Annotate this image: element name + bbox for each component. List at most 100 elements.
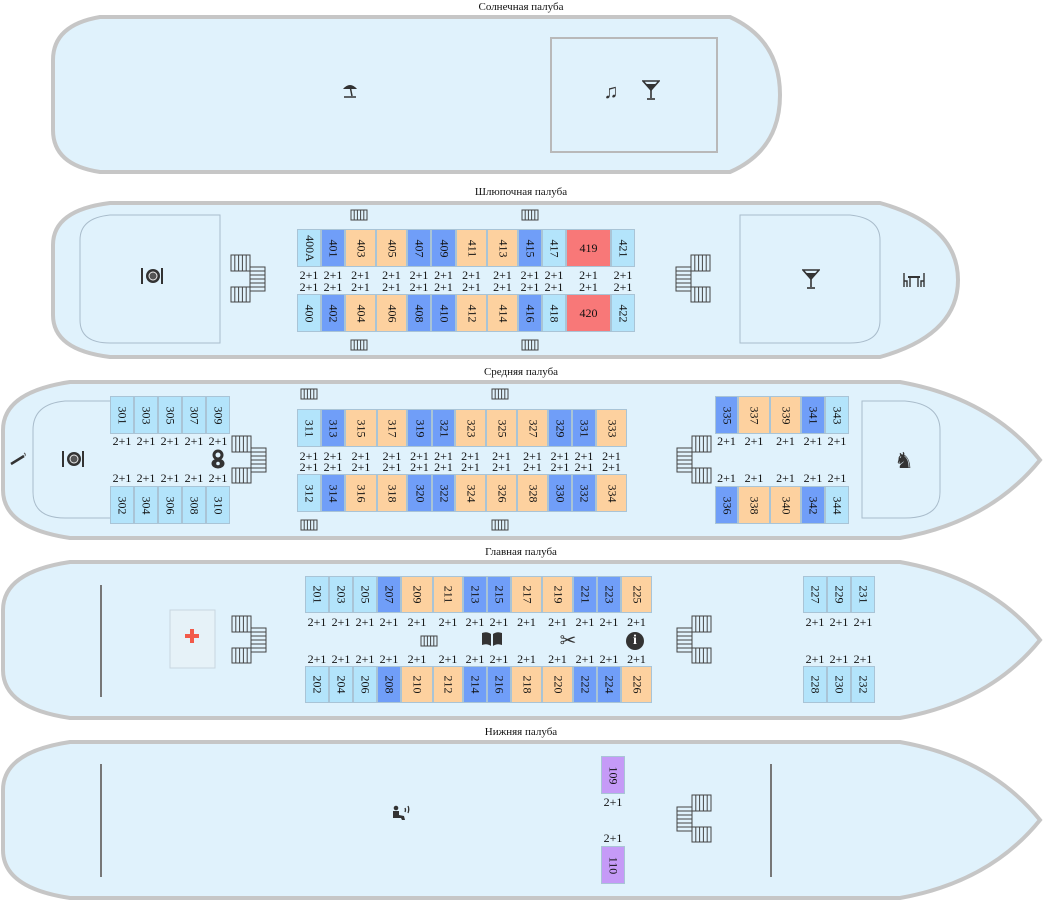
cabin-214[interactable]: 214 bbox=[463, 666, 487, 703]
cabin-307[interactable]: 307 bbox=[182, 396, 206, 434]
cabin-312[interactable]: 312 bbox=[297, 474, 321, 512]
cabin-223[interactable]: 223 bbox=[597, 576, 621, 613]
cabin-204[interactable]: 204 bbox=[329, 666, 353, 703]
cabin-403[interactable]: 403 bbox=[345, 229, 376, 267]
cabin-216[interactable]: 216 bbox=[487, 666, 511, 703]
cabin-332[interactable]: 332 bbox=[572, 474, 596, 512]
cabin-336[interactable]: 336 bbox=[715, 486, 738, 524]
cabin-205[interactable]: 205 bbox=[353, 576, 377, 613]
cabin-337[interactable]: 337 bbox=[738, 396, 770, 434]
cabin-328[interactable]: 328 bbox=[517, 474, 548, 512]
cabin-413[interactable]: 413 bbox=[487, 229, 518, 267]
cabin-406[interactable]: 406 bbox=[376, 294, 407, 332]
cabin-208[interactable]: 208 bbox=[377, 666, 401, 703]
cabin-404[interactable]: 404 bbox=[345, 294, 376, 332]
cabin-419[interactable]: 419 bbox=[566, 229, 611, 267]
cabin-327[interactable]: 327 bbox=[517, 409, 548, 447]
cabin-310[interactable]: 310 bbox=[206, 486, 230, 524]
cabin-315[interactable]: 315 bbox=[345, 409, 377, 447]
cabin-304[interactable]: 304 bbox=[134, 486, 158, 524]
cabin-218[interactable]: 218 bbox=[511, 666, 542, 703]
cabin-340[interactable]: 340 bbox=[770, 486, 801, 524]
cabin-210[interactable]: 210 bbox=[401, 666, 433, 703]
cabin-110[interactable]: 110 bbox=[601, 846, 625, 884]
cabin-303[interactable]: 303 bbox=[134, 396, 158, 434]
cabin-221[interactable]: 221 bbox=[573, 576, 597, 613]
cabin-306[interactable]: 306 bbox=[158, 486, 182, 524]
cabin-405[interactable]: 405 bbox=[376, 229, 407, 267]
cabin-212[interactable]: 212 bbox=[433, 666, 463, 703]
cabin-411[interactable]: 411 bbox=[456, 229, 487, 267]
cabin-301[interactable]: 301 bbox=[110, 396, 134, 434]
cabin-415[interactable]: 415 bbox=[518, 229, 542, 267]
cabin-206[interactable]: 206 bbox=[353, 666, 377, 703]
cabin-339[interactable]: 339 bbox=[770, 396, 801, 434]
cabin-302[interactable]: 302 bbox=[110, 486, 134, 524]
cabin-418[interactable]: 418 bbox=[542, 294, 566, 332]
cabin-408[interactable]: 408 bbox=[407, 294, 431, 332]
cabin-215[interactable]: 215 bbox=[487, 576, 511, 613]
cabin-409[interactable]: 409 bbox=[431, 229, 456, 267]
cabin-325[interactable]: 325 bbox=[486, 409, 517, 447]
cabin-316[interactable]: 316 bbox=[345, 474, 377, 512]
cabin-211[interactable]: 211 bbox=[433, 576, 463, 613]
cabin-400[interactable]: 400 bbox=[297, 294, 321, 332]
cabin-417[interactable]: 417 bbox=[542, 229, 566, 267]
cabin-412[interactable]: 412 bbox=[456, 294, 487, 332]
cabin-333[interactable]: 333 bbox=[596, 409, 627, 447]
cabin-335[interactable]: 335 bbox=[715, 396, 738, 434]
cabin-308[interactable]: 308 bbox=[182, 486, 206, 524]
cabin-318[interactable]: 318 bbox=[377, 474, 407, 512]
cabin-305[interactable]: 305 bbox=[158, 396, 182, 434]
cabin-420[interactable]: 420 bbox=[566, 294, 611, 332]
cabin-421[interactable]: 421 bbox=[611, 229, 635, 267]
cabin-201[interactable]: 201 bbox=[305, 576, 329, 613]
cabin-407[interactable]: 407 bbox=[407, 229, 431, 267]
cabin-334[interactable]: 334 bbox=[596, 474, 627, 512]
cabin-422[interactable]: 422 bbox=[611, 294, 635, 332]
cabin-309[interactable]: 309 bbox=[206, 396, 230, 434]
cabin-311[interactable]: 311 bbox=[297, 409, 321, 447]
cabin-317[interactable]: 317 bbox=[377, 409, 407, 447]
cabin-323[interactable]: 323 bbox=[455, 409, 486, 447]
cabin-232[interactable]: 232 bbox=[851, 666, 875, 703]
cabin-313[interactable]: 313 bbox=[321, 409, 345, 447]
cabin-226[interactable]: 226 bbox=[621, 666, 652, 703]
cabin-229[interactable]: 229 bbox=[827, 576, 851, 613]
cabin-338[interactable]: 338 bbox=[738, 486, 770, 524]
cabin-410[interactable]: 410 bbox=[431, 294, 456, 332]
cabin-225[interactable]: 225 bbox=[621, 576, 652, 613]
cabin-344[interactable]: 344 bbox=[825, 486, 849, 524]
cabin-416[interactable]: 416 bbox=[518, 294, 542, 332]
cabin-228[interactable]: 228 bbox=[803, 666, 827, 703]
cabin-402[interactable]: 402 bbox=[321, 294, 345, 332]
cabin-321[interactable]: 321 bbox=[432, 409, 455, 447]
cabin-322[interactable]: 322 bbox=[432, 474, 455, 512]
cabin-414[interactable]: 414 bbox=[487, 294, 518, 332]
cabin-219[interactable]: 219 bbox=[542, 576, 573, 613]
cabin-324[interactable]: 324 bbox=[455, 474, 486, 512]
cabin-326[interactable]: 326 bbox=[486, 474, 517, 512]
cabin-224[interactable]: 224 bbox=[597, 666, 621, 703]
cabin-202[interactable]: 202 bbox=[305, 666, 329, 703]
cabin-207[interactable]: 207 bbox=[377, 576, 401, 613]
cabin-230[interactable]: 230 bbox=[827, 666, 851, 703]
cabin-203[interactable]: 203 bbox=[329, 576, 353, 613]
cabin-209[interactable]: 209 bbox=[401, 576, 433, 613]
cabin-400A[interactable]: 400A bbox=[297, 229, 321, 267]
cabin-314[interactable]: 314 bbox=[321, 474, 345, 512]
cabin-109[interactable]: 109 bbox=[601, 756, 625, 794]
cabin-343[interactable]: 343 bbox=[825, 396, 849, 434]
cabin-213[interactable]: 213 bbox=[463, 576, 487, 613]
cabin-217[interactable]: 217 bbox=[511, 576, 542, 613]
cabin-220[interactable]: 220 bbox=[542, 666, 573, 703]
cabin-320[interactable]: 320 bbox=[407, 474, 432, 512]
cabin-231[interactable]: 231 bbox=[851, 576, 875, 613]
cabin-331[interactable]: 331 bbox=[572, 409, 596, 447]
cabin-227[interactable]: 227 bbox=[803, 576, 827, 613]
cabin-319[interactable]: 319 bbox=[407, 409, 432, 447]
cabin-401[interactable]: 401 bbox=[321, 229, 345, 267]
cabin-341[interactable]: 341 bbox=[801, 396, 825, 434]
cabin-222[interactable]: 222 bbox=[573, 666, 597, 703]
cabin-330[interactable]: 330 bbox=[548, 474, 572, 512]
